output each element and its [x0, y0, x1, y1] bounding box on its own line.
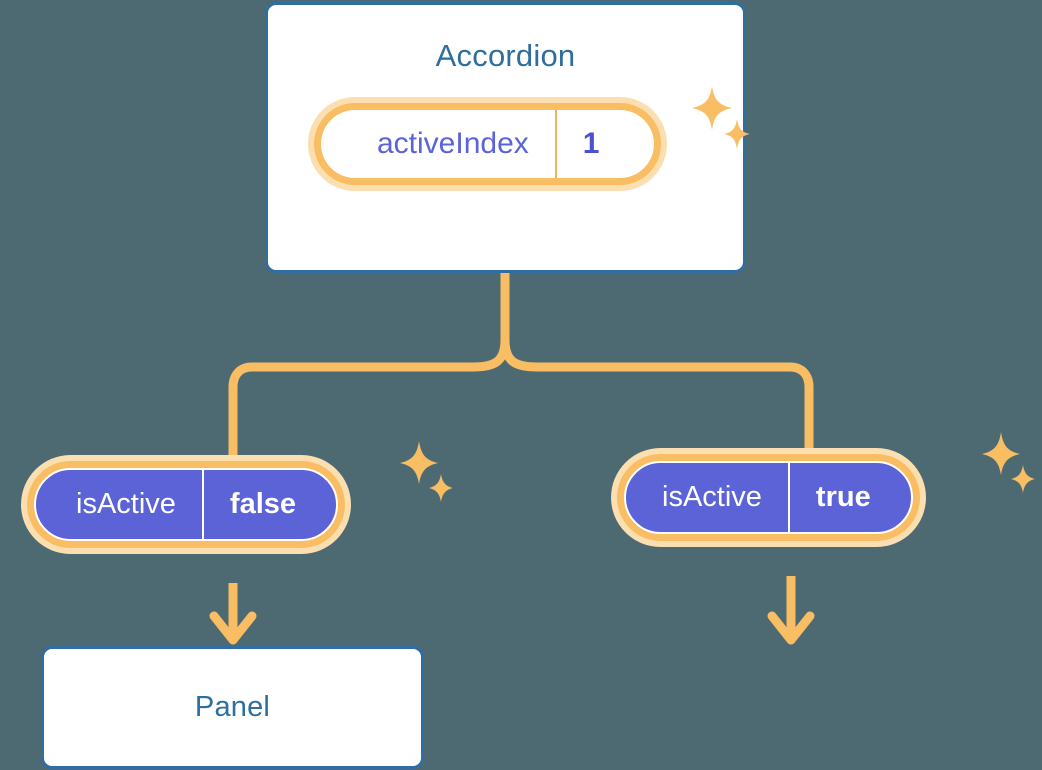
pill-outer-ring: isActive false	[21, 455, 352, 554]
panel-title: Panel	[194, 691, 271, 723]
pill-outer-ring: activeIndex 1	[308, 97, 668, 191]
pill-body: isActive false	[34, 468, 339, 541]
state-value: 1	[554, 110, 655, 178]
pill-body: isActive true	[624, 461, 913, 534]
state-key: activeIndex	[377, 127, 529, 160]
state-key: isActive	[662, 481, 762, 513]
pill-body: activeIndex 1	[321, 110, 655, 178]
state-pill-is-active-true[interactable]: isActive true	[611, 448, 926, 547]
page-title: Accordion	[435, 38, 576, 73]
arrow-down-icon-right	[767, 576, 815, 645]
pill-border-ring: isActive true	[617, 454, 920, 541]
state-key: isActive	[76, 488, 176, 520]
component-card-panel-left[interactable]: Panel	[41, 646, 424, 769]
wire-branch-right	[500, 335, 814, 453]
pill-border-ring: isActive false	[27, 461, 346, 548]
state-pill-active-index[interactable]: activeIndex 1	[308, 97, 668, 191]
wire-branch-left	[228, 335, 510, 460]
pill-outer-ring: isActive true	[611, 448, 926, 547]
pill-border-ring: activeIndex 1	[314, 103, 662, 185]
state-value: true	[787, 463, 911, 532]
state-value: false	[201, 470, 336, 539]
state-pill-is-active-false[interactable]: isActive false	[21, 455, 352, 554]
arrow-down-icon-left	[209, 583, 257, 645]
